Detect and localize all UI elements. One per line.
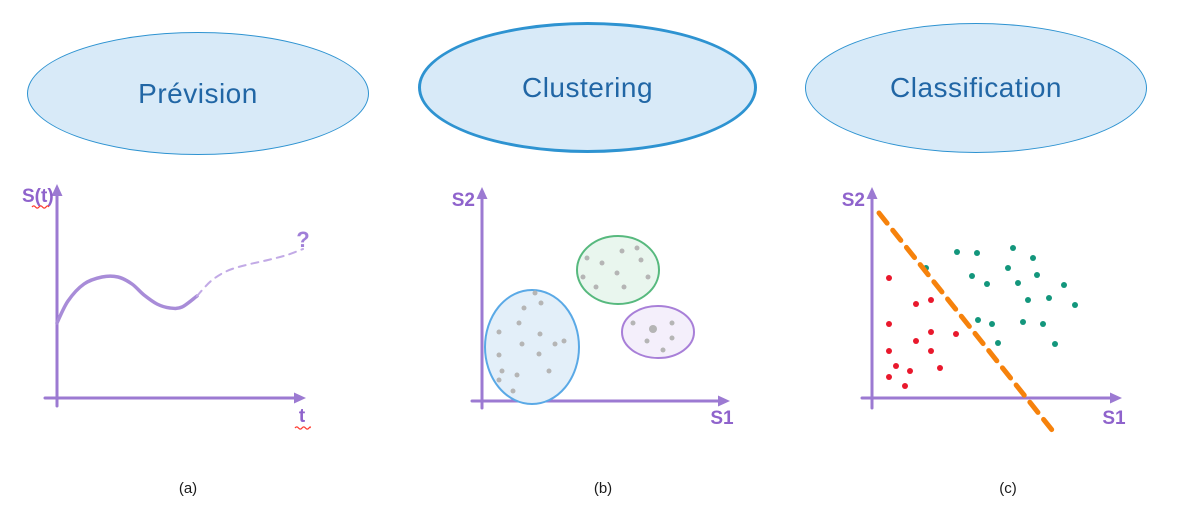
cluster-blue-point [510, 388, 516, 394]
cluster-blue-point [532, 290, 538, 296]
class-green-point [1040, 321, 1046, 327]
class-red-point [928, 329, 934, 335]
cluster-blue-point [552, 341, 558, 347]
class-red-point [902, 383, 908, 389]
class-green-point [969, 273, 975, 279]
cluster-blue-point [536, 351, 542, 357]
panel-b-y-axis-arrow-icon [476, 187, 488, 199]
caption-b: (b) [593, 480, 613, 497]
class-red-point [886, 275, 892, 281]
class-red-point [928, 297, 934, 303]
panel-a-x-axis-arrow-icon [294, 392, 306, 404]
class-red-point [886, 348, 892, 354]
cluster-blue-ellipse [484, 289, 580, 405]
cluster-purple-point-large [649, 325, 657, 333]
cluster-purple-ellipse [621, 305, 695, 359]
class-red-point [913, 338, 919, 344]
bubble-prevision-label: Prévision [138, 77, 258, 109]
cluster-blue-point [496, 329, 502, 335]
class-green-point [1030, 255, 1036, 261]
panel-a-question-mark: ? [296, 227, 309, 252]
cluster-blue-point [499, 368, 505, 374]
panel-a-x-axis-label: t [299, 406, 306, 427]
class-red-point [937, 365, 943, 371]
class-green-point [974, 250, 980, 256]
cluster-green-point [619, 248, 625, 254]
bubble-clustering-label: Clustering [521, 71, 654, 103]
class-green-point [1046, 295, 1052, 301]
panel-b-y-axis-label: S2 [452, 190, 475, 211]
class-red-point [953, 331, 959, 337]
cluster-blue-point [514, 372, 520, 378]
panel-a-spellcheck-squiggle-0 [31, 205, 50, 209]
class-green-point [1052, 341, 1058, 347]
cluster-blue-point [561, 338, 567, 344]
class-red-point [886, 374, 892, 380]
bubble-classification-label: Classification [890, 72, 1062, 103]
cluster-green-point [614, 270, 620, 276]
cluster-green-point [634, 245, 640, 251]
class-green-point [1005, 265, 1011, 271]
cluster-green-point [638, 257, 644, 263]
class-green-point [1020, 319, 1026, 325]
cluster-purple-point [669, 320, 675, 326]
cluster-blue-point [519, 341, 525, 347]
cluster-purple-point [644, 338, 650, 344]
cluster-green-point [599, 260, 605, 266]
class-green-point [1010, 245, 1016, 251]
panel-c-x-axis-label: S1 [1102, 408, 1126, 429]
panel-a-y-axis-label: S(t) [22, 186, 54, 207]
class-red-point [893, 363, 899, 369]
panel-c-decision-boundary-line [876, 210, 1055, 433]
panel-c-x-axis-arrow-icon [1110, 392, 1122, 404]
class-green-point [975, 317, 981, 323]
cluster-blue-point [538, 300, 544, 306]
cluster-blue-point [521, 305, 527, 311]
panel-a-spellcheck-squiggle-1 [294, 426, 311, 430]
bubble-clustering: Clustering [418, 22, 757, 153]
class-green-point [1025, 297, 1031, 303]
caption-c: (c) [999, 480, 1017, 497]
panel-b-x-axis-label: S1 [710, 408, 734, 429]
panel-c-y-axis-label: S2 [842, 190, 865, 211]
class-green-point [989, 321, 995, 327]
cluster-green-point [645, 274, 651, 280]
class-green-point [954, 249, 960, 255]
cluster-green-point [580, 274, 586, 280]
cluster-blue-point [546, 368, 552, 374]
panel-b-x-axis-arrow-icon [718, 395, 730, 407]
panel-a-signal-curve [55, 274, 199, 325]
caption-a: (a) [178, 480, 198, 497]
class-red-point [907, 368, 913, 374]
cluster-purple-point [669, 335, 675, 341]
class-green-point [1015, 280, 1021, 286]
cluster-purple-point [660, 347, 666, 353]
cluster-blue-point [516, 320, 522, 326]
panel-c-y-axis-arrow-icon [866, 187, 878, 199]
bubble-prevision: Prévision [27, 32, 369, 155]
cluster-purple-point [630, 320, 636, 326]
class-red-point [928, 348, 934, 354]
class-green-point [1072, 302, 1078, 308]
class-red-point [913, 301, 919, 307]
panel-a-forecast-dashed-curve [196, 248, 304, 297]
panel-a-y-axis-arrow-icon [51, 184, 63, 196]
cluster-green-point [593, 284, 599, 290]
bubble-classification: Classification [805, 23, 1147, 153]
cluster-blue-point [496, 352, 502, 358]
cluster-green-ellipse [576, 235, 660, 305]
class-red-point [886, 321, 892, 327]
cluster-blue-point [496, 377, 502, 383]
cluster-blue-point [537, 331, 543, 337]
class-green-point [995, 340, 1001, 346]
class-green-point [1061, 282, 1067, 288]
cluster-green-point [621, 284, 627, 290]
class-green-point [984, 281, 990, 287]
cluster-green-point [584, 255, 590, 261]
class-green-point [1034, 272, 1040, 278]
